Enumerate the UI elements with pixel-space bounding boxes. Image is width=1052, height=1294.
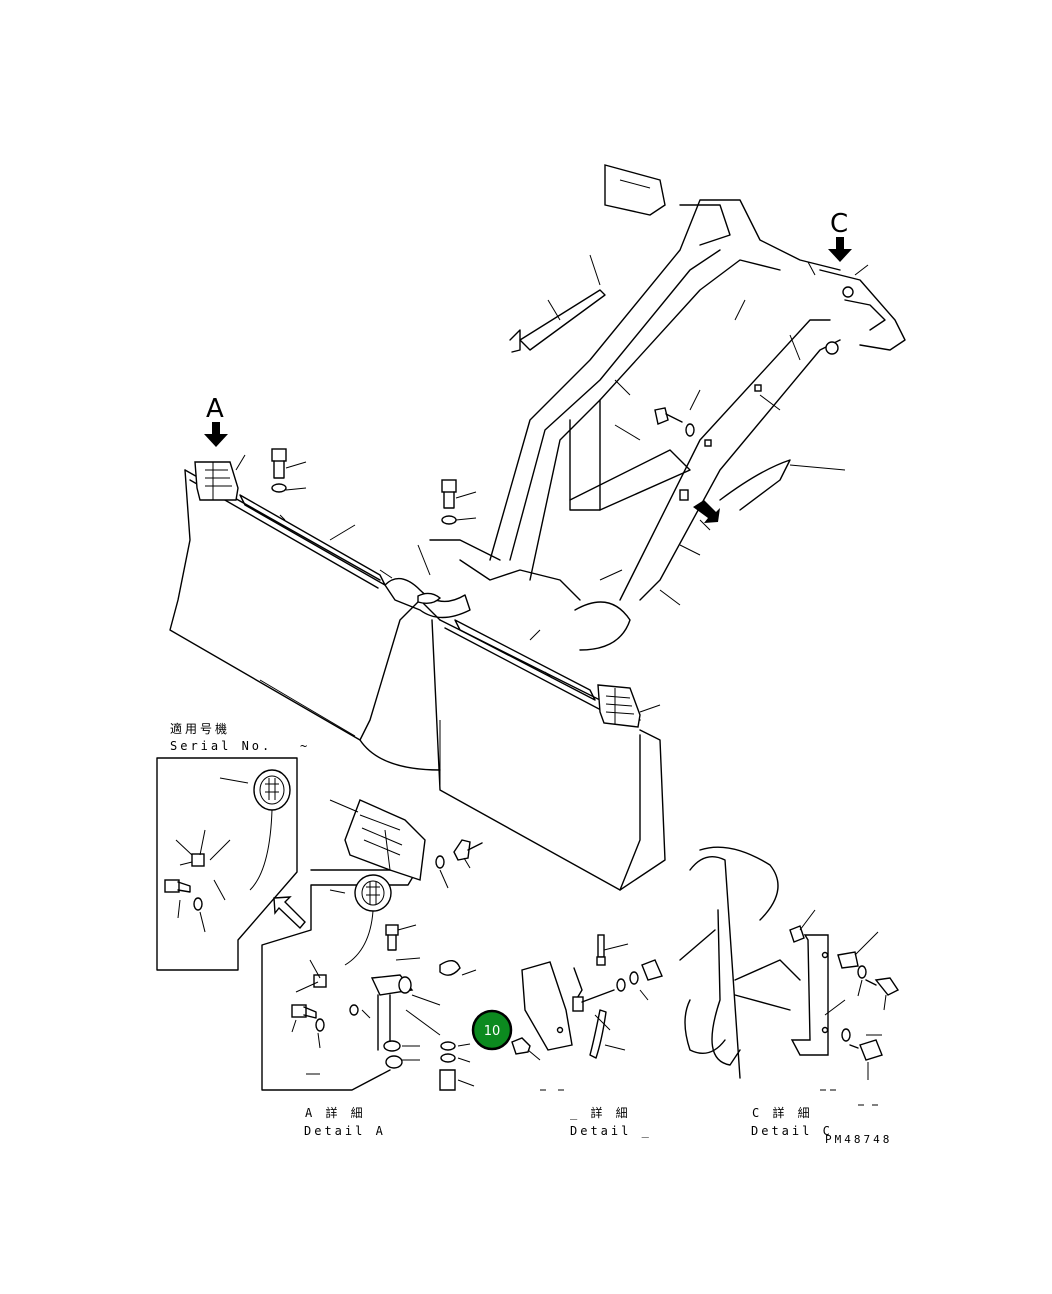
view-letter-a: A [206,394,224,424]
detail-c-caption-jp: C 詳 細 [752,1105,813,1120]
serial-title-en: Serial No. [170,739,272,753]
detail-c-caption-en: Detail C [751,1124,833,1138]
detail-c [679,846,900,1106]
serial-title-jp: 適用号機 [170,721,230,736]
bolt-washer-set [271,407,695,525]
view-arrow-b [693,500,720,523]
detail-b-caption-jp: _ 詳 細 [570,1105,631,1120]
detail-a-caption-en: Detail A [304,1124,386,1138]
detail-a [261,799,483,1091]
callout-circle[interactable] [471,1009,513,1051]
view-arrow-a [204,422,228,447]
callout-number: 10 [484,1024,501,1039]
pointer-arrow [273,896,306,930]
dozer-blade [169,461,666,891]
drawing-code: PM48748 [825,1133,892,1146]
callout-marker[interactable]: 10 [471,1009,513,1051]
leader-lines [235,254,869,713]
detail-b [511,934,663,1091]
view-arrow-c [828,237,852,262]
serial-variant-box [156,757,298,971]
detail-a-caption-jp: A 詳 細 [305,1105,366,1120]
detail-b-caption-en: Detail _ [570,1124,652,1138]
lift-frame [429,164,906,651]
view-letter-c: C [830,209,848,239]
serial-range-mark: ~ [300,739,310,753]
